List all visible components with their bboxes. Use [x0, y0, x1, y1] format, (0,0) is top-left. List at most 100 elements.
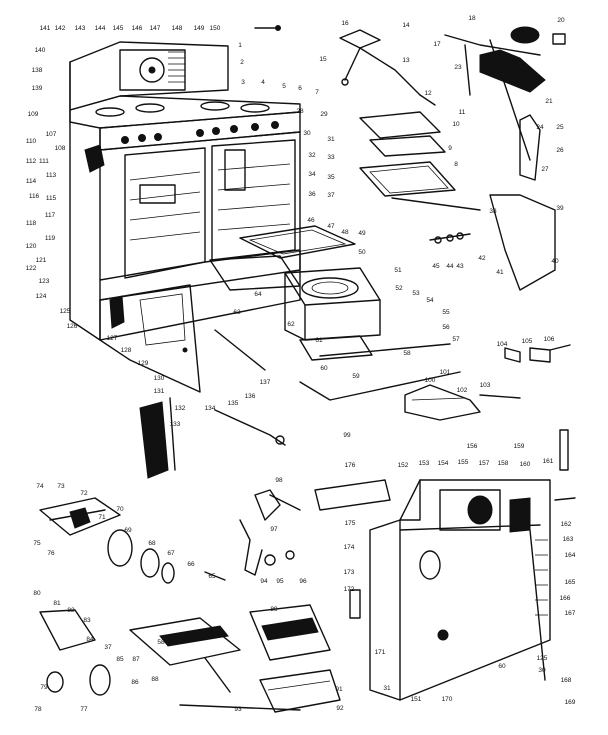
callout-label: 97 [270, 526, 278, 533]
callout-label: 45 [432, 263, 440, 270]
callout-label: 132 [175, 405, 186, 412]
callout-label: 100 [425, 377, 436, 384]
callout-label: 133 [170, 421, 181, 428]
callout-label: 134 [205, 405, 216, 412]
callout-label: 156 [467, 443, 478, 450]
callout-label: 125 [60, 308, 71, 315]
burner-valve-bracket [429, 114, 556, 291]
control-knobs [121, 121, 279, 144]
griddle-plates [359, 111, 481, 211]
callout-label: 20 [557, 17, 565, 24]
callout-label: 72 [80, 490, 88, 497]
callout-label: 37 [327, 192, 335, 199]
callout-label: 18 [468, 15, 476, 22]
callout-label: 135 [228, 400, 239, 407]
callout-label: 35 [327, 174, 335, 181]
callout-label: 119 [45, 235, 56, 242]
callout-label: 53 [412, 290, 420, 297]
callout-label: 14 [402, 22, 410, 29]
callout-label: 120 [26, 243, 37, 250]
range-cabinet-rear [349, 429, 576, 701]
callout-label: 74 [36, 483, 44, 490]
drawer-handle-strip [314, 479, 391, 511]
callout-label: 1 [238, 42, 242, 49]
callout-label: 142 [55, 25, 66, 32]
callout-label: 10 [452, 121, 460, 128]
callout-label: 88 [151, 676, 159, 683]
callout-label: 99 [343, 432, 351, 439]
callout-label: 32 [308, 152, 316, 159]
callout-label: 167 [565, 610, 576, 617]
callout-label: 65 [208, 573, 216, 580]
callout-label: 155 [458, 459, 469, 466]
callout-label: 42 [478, 255, 486, 262]
callout-label: 173 [344, 569, 355, 576]
callout-label: 114 [26, 178, 37, 185]
callout-label: 174 [344, 544, 355, 551]
callout-label: 147 [150, 25, 161, 32]
callout-label: 168 [561, 677, 572, 684]
callout-label: 169 [565, 699, 576, 706]
callout-label: 121 [36, 257, 47, 264]
door-trim-parts [139, 329, 286, 479]
callout-label: 149 [194, 25, 205, 32]
callout-label: 137 [260, 379, 271, 386]
callout-label: 60 [320, 365, 328, 372]
callout-label: 157 [479, 460, 490, 467]
callout-label: 68 [148, 540, 156, 547]
callout-label: 36 [308, 191, 316, 198]
callout-label: 131 [154, 388, 165, 395]
callout-label: 116 [29, 193, 40, 200]
callout-label: 57 [452, 336, 460, 343]
callout-label: 94 [260, 578, 268, 585]
callout-label: 125 [537, 655, 548, 662]
callout-label: 163 [563, 536, 574, 543]
callout-label: 55 [442, 309, 450, 316]
callout-label: 164 [565, 552, 576, 559]
callout-label: 40 [551, 258, 559, 265]
callout-label: 158 [498, 460, 509, 467]
callout-label: 52 [395, 285, 403, 292]
valve-orifice-set [404, 344, 571, 421]
callout-label: 54 [426, 297, 434, 304]
callout-label: 136 [245, 393, 256, 400]
burner-manifold-assembly [39, 497, 226, 696]
callout-label: 37 [104, 644, 112, 651]
callout-label: 126 [67, 323, 78, 330]
callout-label: 64 [254, 291, 262, 298]
callout-label: 48 [341, 229, 349, 236]
callout-label: 6 [298, 85, 302, 92]
callout-label: 98 [275, 477, 283, 484]
callout-label: 22 [489, 70, 497, 77]
thermostat-unit [444, 26, 566, 161]
callout-label: 46 [307, 217, 315, 224]
callout-label: 86 [131, 679, 139, 686]
callout-label: 150 [210, 25, 221, 32]
callout-label: 146 [132, 25, 143, 32]
callout-label: 70 [116, 506, 124, 513]
callout-label: 63 [233, 309, 241, 316]
callout-label: 148 [172, 25, 183, 32]
callout-label: 38 [489, 208, 497, 215]
callout-label: 49 [358, 230, 366, 237]
callout-label: 25 [556, 124, 564, 131]
callout-label: 129 [138, 360, 149, 367]
callout-label: 104 [497, 341, 508, 348]
callout-label: 82 [67, 607, 75, 614]
callout-label: 166 [560, 595, 571, 602]
callout-label: 83 [83, 617, 91, 624]
callout-label: 152 [398, 462, 409, 469]
callout-label: 8 [454, 161, 458, 168]
callout-label: 51 [394, 267, 402, 274]
callout-label: 112 [26, 158, 37, 165]
callout-label: 17 [433, 41, 441, 48]
callout-label: 110 [26, 138, 37, 145]
callout-label: 175 [345, 520, 356, 527]
callout-label: 77 [80, 706, 88, 713]
callout-label: 102 [457, 387, 468, 394]
callout-label: 75 [33, 540, 41, 547]
broiler-element [224, 149, 246, 191]
callout-label: 109 [28, 111, 39, 118]
callout-label: 79 [40, 684, 48, 691]
callout-label: 33 [327, 154, 335, 161]
